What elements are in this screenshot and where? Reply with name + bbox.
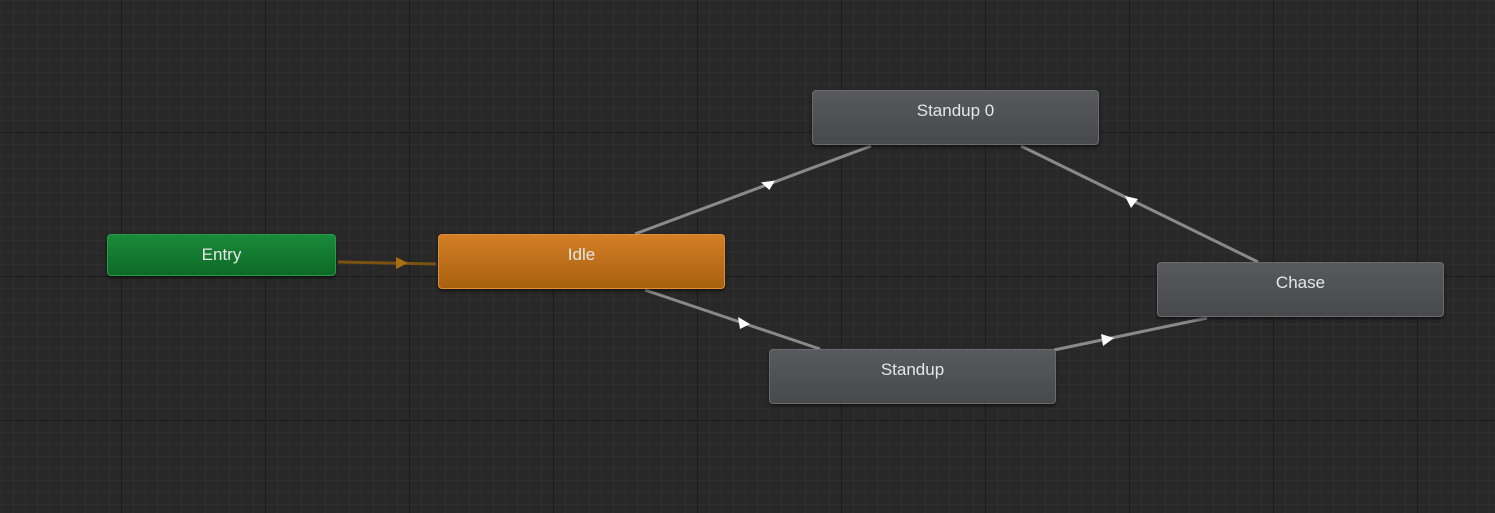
state-label: Standup 0 [916, 101, 995, 120]
state-label: Standup [880, 360, 945, 379]
state-label: Idle [567, 245, 596, 264]
transition-idle-to-standup[interactable] [644, 288, 821, 351]
transition-arrow-icon [738, 317, 750, 329]
state-node-chase[interactable]: Chase [1157, 262, 1444, 317]
transition-arrow-icon [396, 257, 408, 269]
state-label: Chase [1275, 273, 1326, 292]
state-node-standup[interactable]: Standup [769, 349, 1056, 404]
transition-arrow-icon [760, 180, 775, 190]
transition-idle-to-standup0[interactable] [634, 144, 872, 236]
transition-chase-to-standup0[interactable] [1020, 144, 1259, 264]
state-node-idle[interactable]: Idle [438, 234, 725, 289]
state-node-standup-0[interactable]: Standup 0 [812, 90, 1099, 145]
transition-standup-to-chase[interactable] [1053, 316, 1208, 352]
state-node-entry[interactable]: Entry [107, 234, 336, 276]
transition-arrow-icon [1101, 334, 1114, 346]
transition-entry-to-idle[interactable] [337, 257, 437, 269]
state-label: Entry [201, 245, 242, 264]
transition-arrow-icon [1125, 196, 1138, 208]
